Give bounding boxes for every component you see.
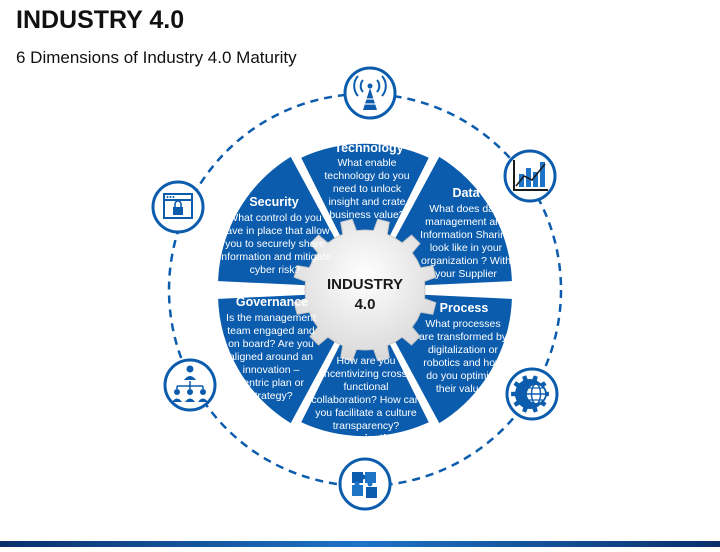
segment-line: you to securely share: [225, 238, 325, 250]
segment-line: are transformed by: [419, 331, 508, 343]
page-subtitle: 6 Dimensions of Industry 4.0 Maturity: [16, 48, 297, 67]
gear-globe-icon: [505, 367, 559, 421]
segment-text-governance: Governance Is the management team engage…: [226, 295, 316, 402]
segment-line: need to unlock: [333, 183, 402, 195]
segment-line: your Supplier: [435, 268, 497, 280]
segment-line: management and: [425, 216, 507, 228]
bottom-accent-bar: [0, 534, 720, 547]
segment-line: incentivizing cross-: [322, 368, 411, 380]
segment-title: Governance: [236, 295, 308, 309]
segment-line: look like in your: [430, 242, 503, 254]
bottom-accent-bar-graphic: [0, 541, 720, 547]
maturity-wheel-diagram: INDUSTRY 4.0 Technology What enable tech…: [151, 66, 563, 511]
center-gear-icon: [293, 218, 437, 362]
segment-line: on board? Are you: [228, 338, 314, 350]
bar-chart-icon: [503, 149, 557, 203]
center-label-line1: INDUSTRY: [327, 276, 403, 293]
segment-line: aligned around an: [229, 351, 313, 363]
segment-line: innovation –: [243, 364, 300, 376]
center-label-line2: 4.0: [355, 296, 376, 313]
segment-line: technology do you: [324, 170, 409, 182]
segment-text-technology: Technology What enable technology do you…: [324, 141, 409, 221]
segment-line: Information Sharing: [420, 229, 512, 241]
segment-line: What enable: [338, 157, 397, 169]
segment-line: do you optimize: [426, 370, 500, 382]
segment-title: Data: [452, 186, 480, 200]
segment-line: What processes: [425, 318, 500, 330]
segment-line: insight and crate: [328, 196, 405, 208]
segment-line: their value?: [436, 383, 490, 395]
segment-line: strategy?: [249, 390, 292, 402]
segment-line: digitalization or: [428, 344, 499, 356]
segment-title: Security: [249, 195, 298, 209]
segment-line: cyber risk?: [250, 264, 301, 276]
segment-title: Technology: [334, 141, 403, 155]
segment-line: Is the management: [226, 312, 316, 324]
segment-line: have in place that allow: [220, 225, 330, 237]
segment-text-organization: How are you incentivizing cross- functio…: [311, 355, 420, 445]
antenna-tower-icon: [343, 66, 397, 120]
secure-browser-icon: [151, 180, 205, 234]
segment-text-data: Data What does data management and Infor…: [420, 186, 512, 280]
segment-line: you facilitate a culture: [315, 407, 417, 419]
segment-line: transparency?: [333, 420, 400, 432]
segment-organization: [295, 285, 435, 441]
segment-line: What does data: [429, 203, 503, 215]
segment-line: How are you: [337, 355, 396, 367]
segment-line: What control do you: [228, 212, 322, 224]
dashed-orbit-ring: [167, 92, 563, 488]
segment-text-process: Process What processes are transformed b…: [419, 301, 508, 395]
segment-line: collaboration? How can: [311, 394, 420, 406]
puzzle-icon: [338, 457, 392, 511]
segment-line: team engaged and: [227, 325, 315, 337]
segment-title: Organization: [332, 433, 400, 445]
segment-title: Process: [440, 301, 489, 315]
segment-line: robotics and how: [423, 357, 503, 369]
segment-line: functional: [344, 381, 389, 393]
segment-line: information and mitigate: [219, 251, 331, 263]
page-title: INDUSTRY 4.0: [16, 6, 185, 34]
segment-text-security: Security What control do you have in pla…: [219, 195, 331, 276]
segment-line: business value?: [329, 209, 404, 221]
segment-technology: [295, 139, 435, 295]
org-chart-icon: [163, 358, 217, 412]
segment-line: organization ? With: [421, 255, 511, 267]
segment-line: centric plan or: [238, 377, 304, 389]
